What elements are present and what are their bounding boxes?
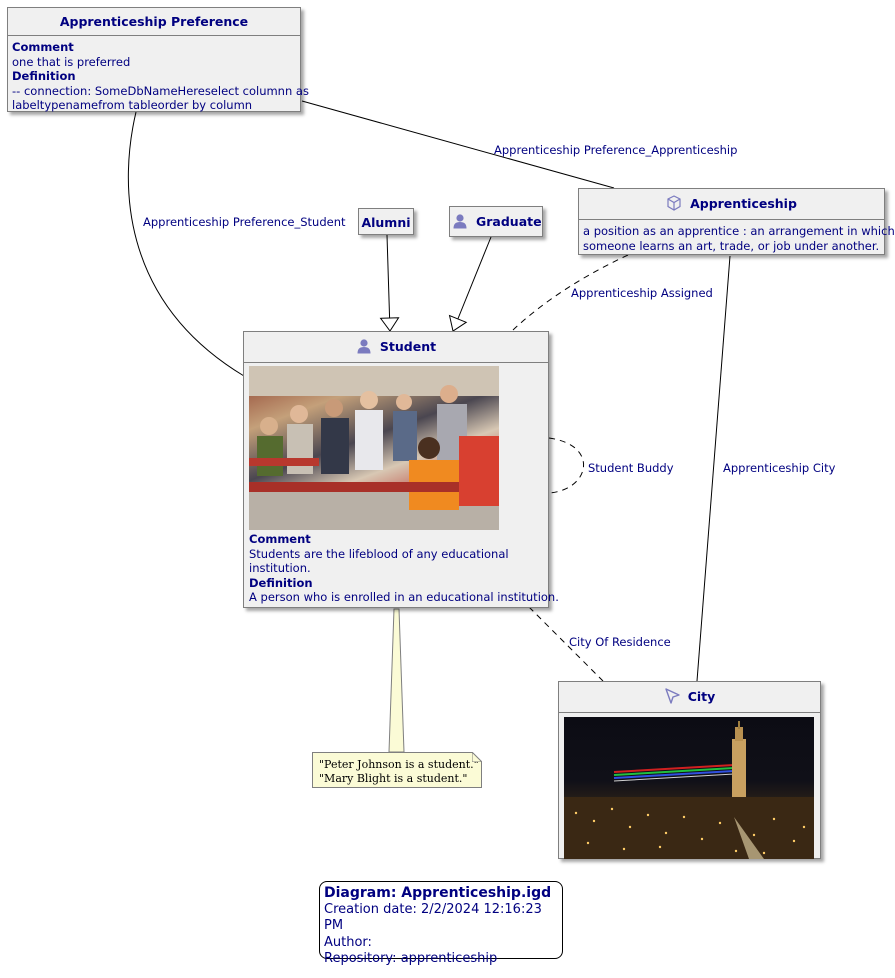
class-title: Student (379, 339, 437, 354)
creation-date: Creation date: 2/2/2024 12:16:23 PM (324, 901, 542, 934)
edge-apprenticeship-city (696, 255, 731, 682)
class-title: City (687, 689, 716, 704)
class-apprenticeship-preference[interactable]: Apprenticeship Preference Comment one th… (7, 7, 309, 112)
note-fold-corner (472, 752, 482, 762)
edge-label-city-of-residence: City Of Residence (569, 635, 671, 649)
comment-text-line1: Students are the lifeblood of any educat… (249, 546, 509, 561)
description-line1: a position as an apprentice : an arrange… (583, 224, 895, 238)
definition-text-line2: labeltypenamefrom tableorder by column (12, 98, 253, 112)
diagram-info-box: Diagram: Apprenticeship.igd Creation dat… (319, 881, 563, 966)
location-arrow-icon (664, 688, 680, 707)
class-title: Alumni (361, 215, 411, 230)
author: Author: (324, 934, 372, 950)
edge-label-preference-apprenticeship: Apprenticeship Preference_Apprenticeship (494, 143, 738, 157)
edge-apprenticeship-assigned (512, 254, 629, 331)
person-icon (356, 338, 372, 357)
repository: Repository: apprenticeship (324, 951, 498, 966)
class-title: Apprenticeship (690, 196, 797, 211)
edge-graduate-student (448, 236, 492, 332)
edge-label-apprenticeship-assigned: Apprenticeship Assigned (571, 286, 713, 300)
student-instances-note[interactable]: "Peter Johnson is a student." "Mary Blig… (312, 752, 482, 788)
definition-text-line1: -- connection: SomeDbNameHereselect colu… (12, 83, 309, 98)
description-line2: someone learns an art, trade, or job und… (583, 238, 880, 253)
definition-label: Definition (249, 575, 313, 590)
class-title: Graduate (476, 214, 542, 229)
class-title: Apprenticeship Preference (8, 8, 300, 36)
comment-label: Comment (12, 40, 74, 54)
edge-label-student-buddy: Student Buddy (588, 461, 674, 475)
class-city[interactable]: City (558, 681, 821, 859)
note-line2: "Mary Blight is a student." (319, 772, 468, 785)
students-lecture-photo (249, 366, 499, 530)
class-graduate[interactable]: Graduate (449, 206, 543, 237)
edge-label-apprenticeship-city: Apprenticeship City (723, 461, 836, 475)
edge-preference-apprenticeship (301, 100, 615, 189)
class-student[interactable]: Student Comment Students are the lifeblo… (243, 331, 559, 608)
edge-alumni-student (379, 234, 400, 332)
cube-icon (666, 195, 682, 214)
definition-text: A person who is enrolled in an education… (249, 590, 559, 604)
comment-label: Comment (249, 532, 311, 546)
note-line1: "Peter Johnson is a student." (319, 758, 479, 771)
definition-label: Definition (12, 69, 76, 83)
edge-label-preference-student: Apprenticeship Preference_Student (143, 215, 346, 229)
diagram-title: Diagram: Apprenticeship.igd (324, 885, 552, 901)
class-apprenticeship[interactable]: Apprenticeship a position as an apprenti… (578, 188, 895, 255)
note-connector (388, 608, 405, 753)
edge-preference-student (127, 111, 245, 377)
edge-student-buddy (548, 437, 584, 494)
city-night-photo (564, 717, 814, 859)
person-icon (452, 213, 468, 232)
class-alumni[interactable]: Alumni (358, 208, 414, 235)
comment-text-line2: institution. (249, 561, 311, 575)
comment-text: one that is preferred (12, 54, 131, 69)
